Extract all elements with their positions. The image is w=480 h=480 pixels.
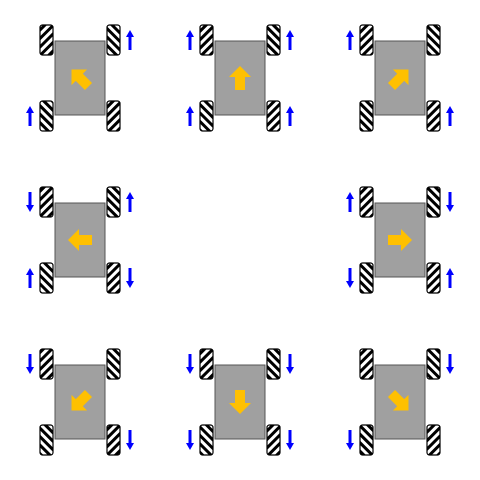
direction-arrow-icon <box>229 66 251 90</box>
wheel-fl <box>39 348 54 380</box>
wheel-arrow-rr <box>126 268 134 288</box>
wheel-arrow-fr <box>126 192 134 212</box>
robot-left <box>26 186 134 294</box>
wheel-rr <box>426 262 441 294</box>
wheel-arrow-fr <box>286 354 294 374</box>
wheel-rl <box>39 100 54 132</box>
wheel-fl <box>39 186 54 218</box>
wheel-arrow-fl <box>26 192 34 212</box>
wheel-fr <box>426 24 441 56</box>
wheel-arrow-fr <box>446 354 454 374</box>
wheel-rl <box>39 424 54 456</box>
wheel-arrow-rl <box>186 430 194 450</box>
wheel-arrow-rr <box>126 430 134 450</box>
wheel-rl <box>359 262 374 294</box>
wheel-fl <box>359 24 374 56</box>
wheel-fl <box>359 186 374 218</box>
direction-arrow-icon <box>71 69 93 91</box>
wheel-arrow-rl <box>26 106 34 126</box>
wheel-arrow-fr <box>286 30 294 50</box>
wheel-rl <box>359 100 374 132</box>
wheel-arrow-fr <box>446 192 454 212</box>
wheel-arrow-fl <box>26 354 34 374</box>
wheel-arrow-rr <box>446 106 454 126</box>
wheel-rr <box>266 424 281 456</box>
wheel-arrow-fl <box>346 192 354 212</box>
wheel-arrow-fl <box>346 30 354 50</box>
wheel-arrow-rl <box>346 430 354 450</box>
wheel-fr <box>106 186 121 218</box>
wheel-rr <box>426 424 441 456</box>
robot-right <box>346 186 454 294</box>
wheel-fl <box>39 24 54 56</box>
robot-backward <box>186 348 294 456</box>
wheel-fr <box>266 24 281 56</box>
direction-arrow-icon <box>387 69 409 91</box>
wheel-arrow-rl <box>346 268 354 288</box>
robots-layer <box>26 24 454 456</box>
direction-arrow-icon <box>68 229 92 251</box>
wheel-arrow-rl <box>26 268 34 288</box>
direction-arrow-icon <box>229 390 251 414</box>
wheel-arrow-rr <box>286 106 294 126</box>
wheel-rr <box>266 100 281 132</box>
wheel-fr <box>106 348 121 380</box>
wheel-arrow-rr <box>446 268 454 288</box>
wheel-rl <box>359 424 374 456</box>
wheel-fl <box>359 348 374 380</box>
direction-arrow-icon <box>388 229 412 251</box>
wheel-arrow-fl <box>186 30 194 50</box>
wheel-fr <box>106 24 121 56</box>
wheel-arrow-rl <box>186 106 194 126</box>
wheel-fr <box>426 348 441 380</box>
wheel-fl <box>199 348 214 380</box>
direction-arrow-icon <box>387 389 409 411</box>
robot-forward <box>186 24 294 132</box>
robot-backward-left <box>26 348 134 456</box>
wheel-fl <box>199 24 214 56</box>
wheel-fr <box>266 348 281 380</box>
wheel-rr <box>106 424 121 456</box>
robot-backward-right <box>346 348 454 456</box>
robot-forward-right <box>346 24 454 132</box>
wheel-rl <box>199 100 214 132</box>
wheel-rr <box>106 262 121 294</box>
wheel-arrow-rr <box>286 430 294 450</box>
direction-arrow-icon <box>71 389 93 411</box>
wheel-arrow-fr <box>126 30 134 50</box>
wheel-rr <box>106 100 121 132</box>
robot-forward-left <box>26 24 134 132</box>
wheel-rl <box>39 262 54 294</box>
wheel-rr <box>426 100 441 132</box>
wheel-rl <box>199 424 214 456</box>
wheel-arrow-fl <box>186 354 194 374</box>
wheel-fr <box>426 186 441 218</box>
